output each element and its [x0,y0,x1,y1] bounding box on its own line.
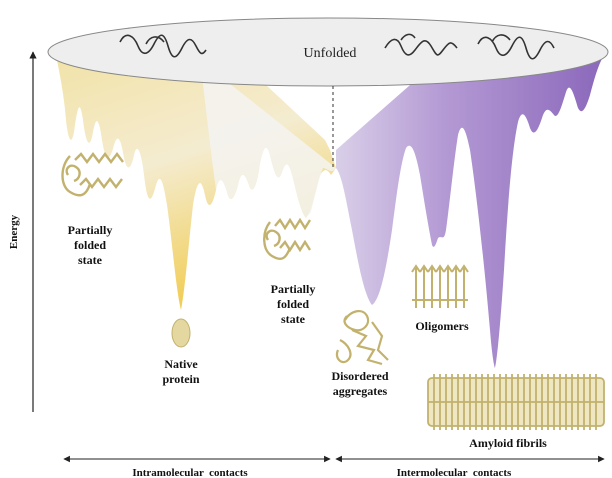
unfolded-label: Unfolded [304,46,357,61]
native-protein-label-line1: Native [164,357,198,371]
disordered-aggregates-label-line2: aggregates [333,384,388,398]
disordered-aggregates-icon [337,311,388,364]
intermolecular-funnel [336,50,604,368]
intermolecular-contacts-label: Intermolecular contacts [397,467,512,478]
native-protein-icon [172,319,190,347]
disordered-aggregates-label-line1: Disordered [331,369,388,383]
partially-folded-left-label-line2: folded [74,238,106,252]
intramolecular-contacts-label: Intramolecular contacts [132,467,248,478]
energy-axis-label: Energy [8,214,20,249]
partially-folded-left-label-line1: Partially [68,223,113,237]
amyloid-fibrils-icon [428,374,604,430]
oligomers-label: Oligomers [415,319,469,333]
partially-folded-right-label-line3: state [281,312,306,326]
amyloid-fibrils-label: Amyloid fibrils [469,436,547,450]
partially-folded-left-label-line3: state [78,253,103,267]
partially-folded-right-label-line2: folded [277,297,309,311]
native-protein-label-line2: protein [162,372,199,386]
oligomers-icon [412,266,468,308]
partially-folded-right-icon [264,220,310,259]
partially-folded-left-icon [63,154,124,195]
partially-folded-right-label-line1: Partially [271,282,316,296]
